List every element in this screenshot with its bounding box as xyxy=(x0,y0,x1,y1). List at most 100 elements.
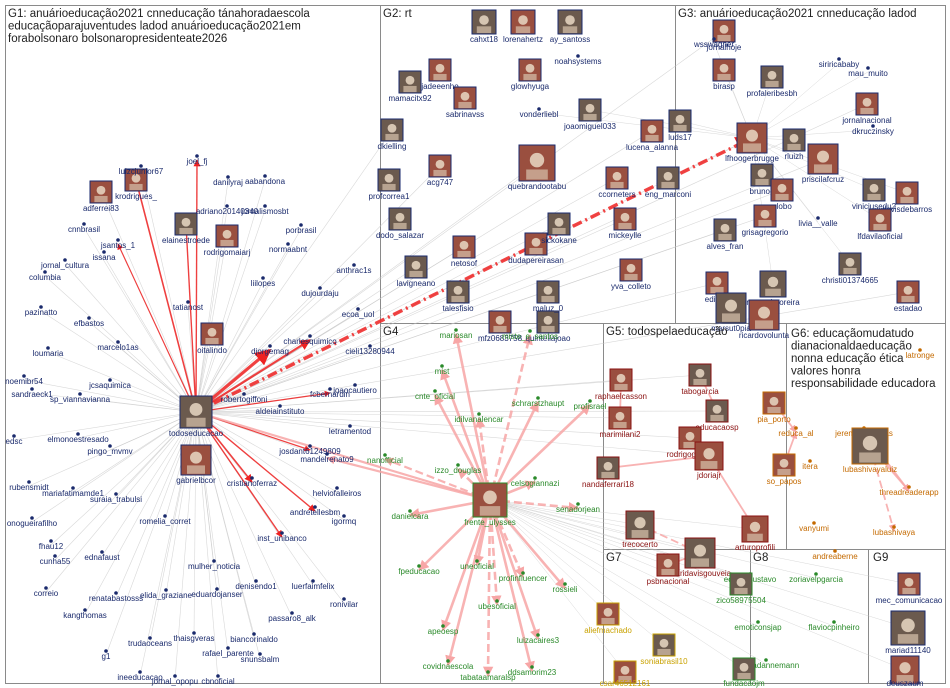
node-ecoa-uol[interactable]: ecoa_uol xyxy=(342,307,375,319)
node-renatabastosss[interactable]: renatabastosss xyxy=(89,591,143,603)
node-senadorjean[interactable]: senadorjean xyxy=(556,502,600,514)
node-zoriavelpgarcia[interactable]: zoriavelpgarcia xyxy=(789,572,843,584)
node-emoticonsjap[interactable]: emoticonsjap xyxy=(734,620,782,632)
node-snunsbalm[interactable]: snunsbalm xyxy=(241,652,280,664)
node-eng-marconi[interactable]: eng_marconi xyxy=(645,166,691,199)
node-alves-fran[interactable]: alves_fran xyxy=(707,218,744,251)
node-gabrielbcor[interactable]: gabrielbcor xyxy=(176,444,216,485)
node-priscilafcruz[interactable]: priscilafcruz xyxy=(802,143,844,184)
node-elida-graziane[interactable]: elida_graziane xyxy=(140,588,193,600)
node-acg747[interactable]: acg747 xyxy=(427,154,454,187)
node-aliefmachado[interactable]: aliefmachado xyxy=(584,602,632,635)
node-dkielling[interactable]: dkielling xyxy=(378,118,407,151)
node-ednafaust[interactable]: ednafaust xyxy=(84,550,120,562)
node-miste-e-santos[interactable]: miste_e_santos xyxy=(502,329,558,341)
node-ineeducacao[interactable]: ineeducacao xyxy=(117,670,163,682)
node-birasp[interactable]: birasp xyxy=(712,58,736,91)
node-mau-muito[interactable]: mau_muito xyxy=(848,66,888,78)
node-apeoesp[interactable]: apeoesp xyxy=(428,624,459,636)
node-edsc[interactable]: edsc xyxy=(6,434,23,446)
node-trudaoceans[interactable]: trudaoceans xyxy=(128,636,172,648)
node-dkruczinsky[interactable]: dkruczinsky xyxy=(852,124,894,136)
node-cahxt18[interactable]: cahxt18 xyxy=(470,9,499,44)
node-dujourdaju[interactable]: dujourdaju xyxy=(301,286,339,298)
node-anthrac1s[interactable]: anthrac1s xyxy=(336,263,372,275)
node-elainestroede[interactable]: elainestroede xyxy=(162,212,211,245)
node-pingo-mvmv[interactable]: pingo_mvmv xyxy=(87,444,133,456)
node-luizacaires3[interactable]: luizacaires3 xyxy=(517,633,560,645)
node-lucena-alanna[interactable]: lucena_alanna xyxy=(626,119,679,152)
node-jcsaquimica[interactable]: jcsaquimica xyxy=(88,378,131,390)
node-ay-santoss[interactable]: ay_santoss xyxy=(550,9,590,44)
node-charlesquimico[interactable]: charlesquimico xyxy=(283,334,337,346)
node-talesfisio[interactable]: talesfisio xyxy=(442,280,474,313)
node-dudapereirasan[interactable]: dudapereirasan xyxy=(508,232,564,265)
node-mamacitx92[interactable]: mamacitx92 xyxy=(388,70,432,103)
node-cnnbrasil[interactable]: cnnbrasil xyxy=(68,222,100,234)
node-fpeducacao[interactable]: fpeducacao xyxy=(398,564,440,576)
node-danilyraj[interactable]: danilyraj xyxy=(213,175,243,187)
node-davisdebarros[interactable]: davisdebarros xyxy=(882,181,932,214)
node-letramentod[interactable]: letramentod xyxy=(329,424,371,436)
node-celsogiannazi[interactable]: celsogiannazi xyxy=(511,476,560,488)
node-lubashivaya[interactable]: lubashivaya xyxy=(873,525,916,537)
node-eduardojanser[interactable]: eduardojanser xyxy=(191,587,243,599)
node-estadao[interactable]: estadao xyxy=(894,280,923,313)
node-vanyumi[interactable]: vanyumi xyxy=(799,521,829,533)
node-inst-unibanco[interactable]: inst_unibanco xyxy=(257,531,307,543)
node-sandraeck1[interactable]: sandraeck1 xyxy=(11,387,53,399)
node-grisagregorio[interactable]: grisagregorio xyxy=(742,204,789,237)
node-mariad11140[interactable]: mariad11140 xyxy=(885,610,931,655)
node-cnte-oficial[interactable]: cnte_oficial xyxy=(415,389,455,401)
node-cbnoficial[interactable]: cbnoficial xyxy=(201,674,235,686)
node-jsantos-1[interactable]: jsantos_1 xyxy=(100,238,136,250)
node-lfhoogerbrugge[interactable]: lfhoogerbrugge xyxy=(725,122,779,163)
node-trecocerto[interactable]: trecocerto xyxy=(622,510,658,549)
node-cristianoferraz[interactable]: cristianoferraz xyxy=(227,476,277,488)
node-christi01374665[interactable]: christi01374665 xyxy=(822,252,879,285)
node-adriano20140340[interactable]: adriano20140340 xyxy=(196,204,259,216)
node-loumaria[interactable]: loumaria xyxy=(33,346,64,358)
node-izzo-douglas[interactable]: izzo_douglas xyxy=(435,463,482,475)
node-quebrandootabu[interactable]: quebrandootabu xyxy=(508,144,566,191)
node-ddsamorim23[interactable]: ddsamorim23 xyxy=(508,665,557,677)
node-ricardovolunta[interactable]: ricardovolunta xyxy=(739,299,790,340)
node-romelia-corret[interactable]: romelia_corret xyxy=(139,514,191,526)
node-luds17[interactable]: luds17 xyxy=(668,109,692,142)
node-maluz-0[interactable]: maluz_0 xyxy=(533,280,564,313)
node-idilvanalencar[interactable]: idilvanalencar xyxy=(455,412,504,424)
node-jornalnacional[interactable]: jornalnacional xyxy=(841,92,892,125)
node-g1[interactable]: g1 xyxy=(102,649,111,661)
node-livia--valle[interactable]: livia__valle xyxy=(798,216,838,228)
node-todoseducacao[interactable]: todoseducacao xyxy=(169,395,224,438)
node-jornal-cultura[interactable]: jornal_cultura xyxy=(40,258,90,270)
node-so-papos[interactable]: so_papos xyxy=(767,453,802,486)
node-adferrei83[interactable]: adferrei83 xyxy=(83,180,120,213)
node-ccorneters[interactable]: ccorneters xyxy=(598,166,636,199)
node-angeladannemann[interactable]: angeladannemann xyxy=(733,658,799,670)
node-profisrael[interactable]: profisrael xyxy=(574,399,607,411)
node-kangthomas[interactable]: kangthomas xyxy=(63,608,107,620)
node-flaviocpinheiro[interactable]: flaviocpinheiro xyxy=(808,620,860,632)
node-danielcara[interactable]: danielcara xyxy=(392,509,429,521)
node-profcorrea1[interactable]: profcorrea1 xyxy=(369,168,410,201)
node-noemibr54[interactable]: noemibr54 xyxy=(5,374,43,386)
node-educacaosp[interactable]: educacaosp xyxy=(695,399,739,432)
node-rubensmidt[interactable]: rubensmidt xyxy=(9,480,50,492)
node-jornalhoje[interactable]: jornalhoje xyxy=(706,19,742,52)
node-andretellesbm[interactable]: andretellesbm xyxy=(290,505,341,517)
node-marsut0pia[interactable]: marsut0pia xyxy=(711,292,751,333)
node-aldeiainstituto[interactable]: aldeiainstituto xyxy=(256,404,305,416)
node-cieli13280944[interactable]: cieli13280944 xyxy=(345,344,395,356)
node-biancorinaldo[interactable]: biancorinaldo xyxy=(230,632,278,644)
node-mist[interactable]: mist xyxy=(435,364,450,376)
node-andreaberne[interactable]: andreaberne xyxy=(812,549,858,561)
node-jornalismosbt[interactable]: jornalismosbt xyxy=(240,204,289,216)
node-fcbernardin[interactable]: fcbernardin xyxy=(310,387,350,399)
node-jornal-opopu[interactable]: jornal_opopu xyxy=(151,674,198,686)
node-elmonoestresado[interactable]: elmonoestresado xyxy=(47,432,109,444)
node-robertogiffoni[interactable]: robertogiffoni xyxy=(221,392,268,404)
node-tabogarcia[interactable]: tabogarcia xyxy=(681,363,719,396)
node-pia-porto[interactable]: pia_porto xyxy=(757,391,791,424)
node-joaocautiero[interactable]: joaocautiero xyxy=(332,383,377,395)
